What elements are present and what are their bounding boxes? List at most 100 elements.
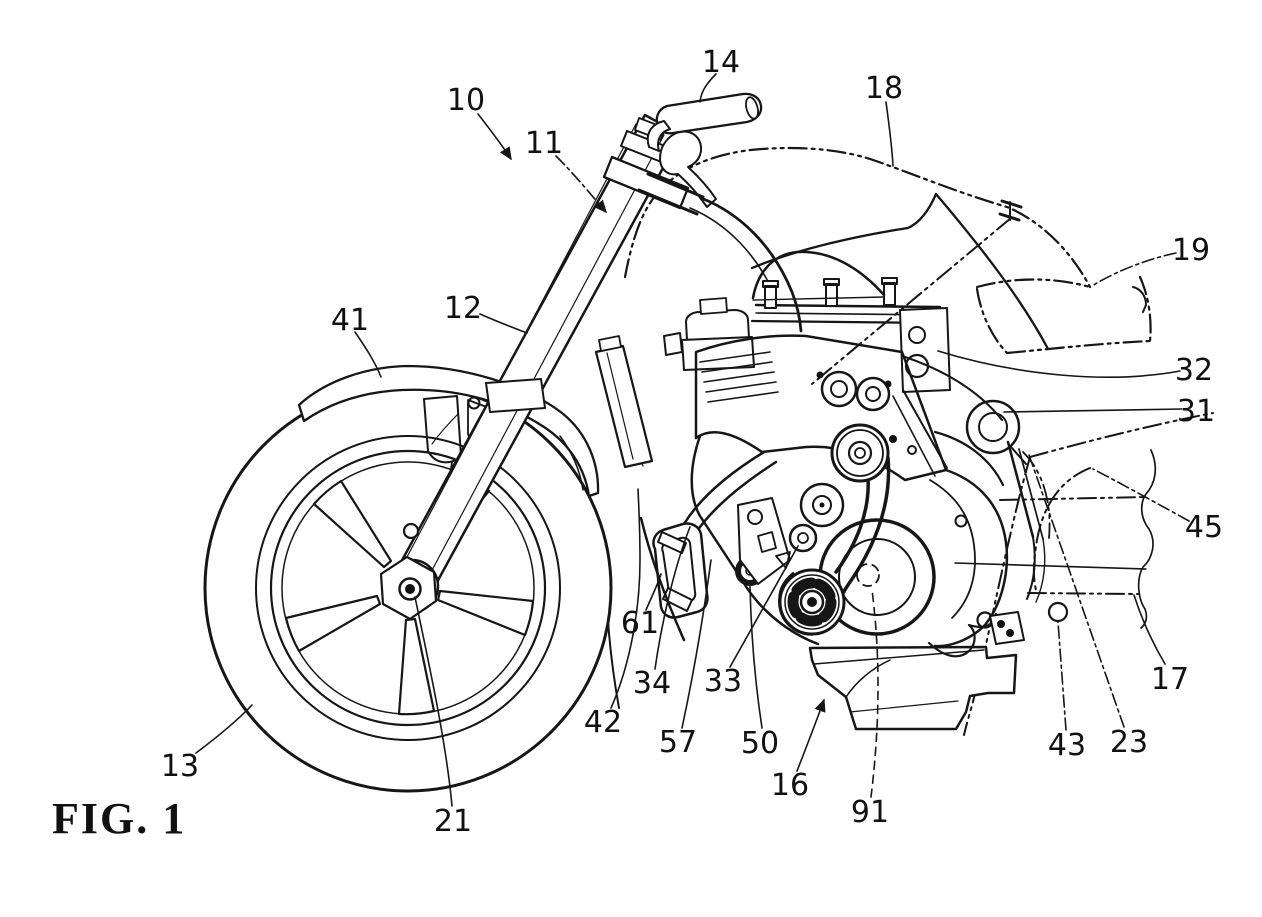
intake-duct-inner [978,412,1008,442]
cooling-fins [699,351,779,403]
head-tube-b [637,188,699,216]
leader-41 [354,331,382,378]
ref-num-19: 19 [1172,233,1210,268]
ref-num-12: 12 [444,291,482,326]
ref-num-21: 21 [434,804,472,839]
leader-18 [885,101,894,167]
fender-tail-line [559,435,584,491]
head-joint-a [902,389,948,469]
ref-num-13: 13 [161,749,199,784]
seat-rear-outline [1138,275,1152,343]
shock-axis-phantom [1022,451,1051,539]
fuel-tank-outline [623,146,1092,289]
damper-end-mark [998,199,1023,222]
ref-num-61: 61 [621,606,659,641]
swingarm-top-line [999,496,1148,501]
pivot-bolt [954,514,968,528]
leader-12 [479,313,528,334]
idler-pulley [799,482,845,528]
ref-num-18: 18 [865,71,903,106]
hose-cover-line [606,352,634,460]
swingarm-bottom-line [1027,592,1139,595]
fork-bolt [402,522,420,540]
engine [607,250,1018,731]
fork-leg-line-a [397,123,637,575]
frame-beam [699,196,803,333]
leader-lines [195,73,1190,807]
frame-tube-b2 [1035,538,1046,603]
duct-lip [1010,446,1027,465]
leader-14 [699,73,717,103]
leader-13 [195,704,253,754]
fuel-rail-top [754,303,942,309]
brake-hose-cover [594,335,654,469]
fender-rim-hint [431,413,459,445]
lower-cowl-left [639,516,686,642]
tire-inner [255,435,561,741]
lower-cowl-left2 [607,619,620,709]
leader-11 [555,155,607,214]
lower-cowl-edge [963,456,1031,736]
leader-17 [1133,594,1166,665]
airbox-dome [751,250,886,300]
water-pump-pulley [778,568,846,636]
ref-num-14: 14 [702,45,740,80]
throttle-port-small [908,326,926,344]
leader-10 [477,113,512,161]
leader-21 [414,596,453,807]
ref-num-11: 11 [525,126,563,161]
hose-cover-body [594,344,654,469]
cam-boss-right-inner [865,386,881,402]
ref-num-17: 17 [1151,662,1189,697]
leader-19 [1091,252,1177,287]
leader-31 [1003,408,1183,413]
ref-num-91: 91 [851,795,889,830]
ref-num-33: 33 [704,664,742,699]
oil-pan [808,645,1018,731]
intake-duct-outer [965,399,1021,455]
leader-61 [645,573,662,611]
ref-num-43: 43 [1048,728,1086,763]
leader-43 [1057,621,1067,731]
ref-num-31: 31 [1177,394,1215,429]
leader-45 [1092,468,1190,522]
ref-num-32: 32 [1175,353,1213,388]
frame-tube-a2 [1026,536,1036,600]
heat-guard-loop [652,522,709,619]
seat-top-outline [975,278,1092,289]
injector-posts [762,277,898,309]
rim-outer [269,449,547,727]
swingarm-solid-line [954,562,1147,570]
leader-57 [681,559,712,729]
reference-numerals: 1011121314161718192123313233344142434550… [161,45,1223,839]
seat-front-outline [975,287,1009,355]
leader-23 [1027,451,1125,728]
carburetor-cap [699,297,728,315]
leader-50 [749,585,763,729]
alternator-arc [933,430,1005,487]
figure-caption: FIG. 1 [52,794,186,843]
rear-cowl-edge [1029,412,1214,458]
cam-boss-right [855,376,891,412]
leader-33 [729,545,799,668]
clutch-inner [838,538,916,616]
leader-42 [610,488,641,709]
ref-num-10: 10 [447,83,485,118]
crank-center-hidden [856,563,880,587]
frame-tube-b [1018,448,1044,540]
rear-frame-phantom [1032,467,1091,591]
rear-bracket [989,611,1025,645]
front-fork [379,92,803,621]
handlebar-grip-end [745,96,759,120]
break-line-wavy [1137,449,1157,629]
ref-num-50: 50 [741,726,779,761]
cam-boss-left-inner [830,380,848,398]
head-tube-a [646,172,705,199]
fender-window-left [423,395,462,464]
ref-num-57: 57 [659,725,697,760]
fender-bolt [467,396,481,410]
frame-tube-a [1006,440,1035,539]
hose-loop [927,612,998,658]
